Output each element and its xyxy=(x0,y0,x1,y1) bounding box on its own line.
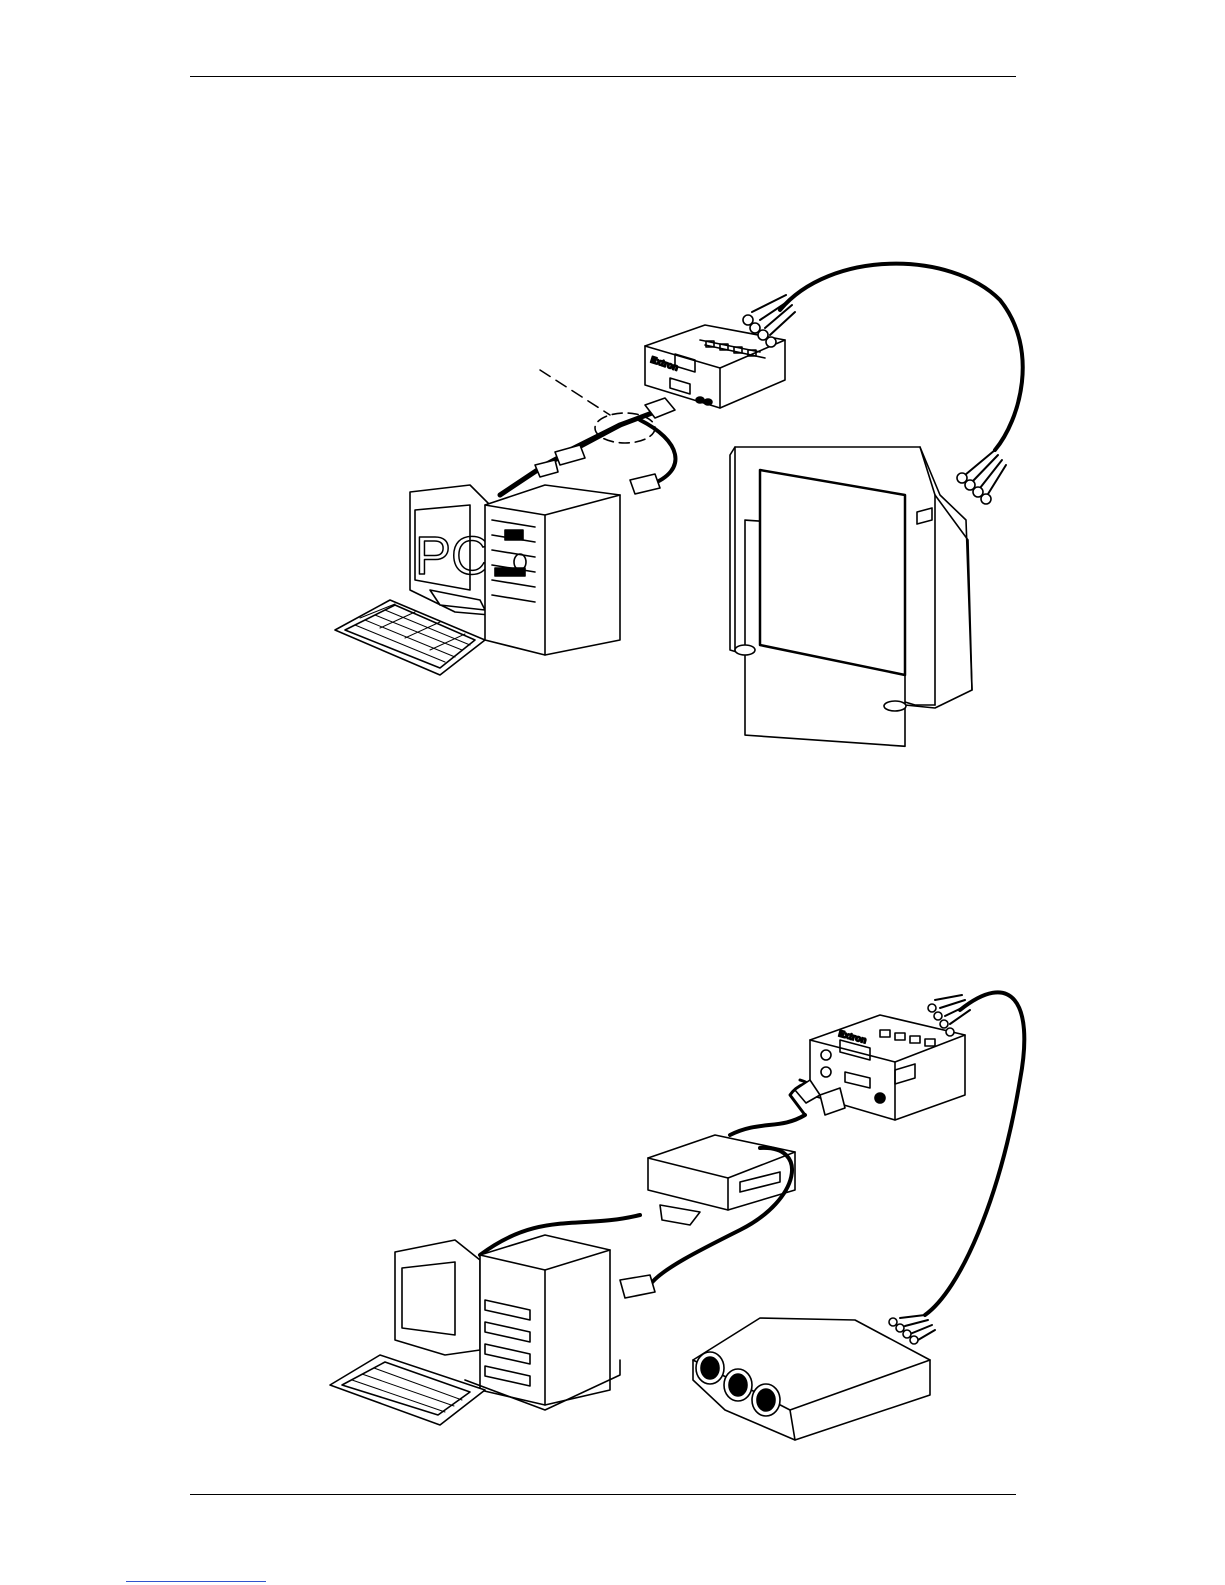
footer-rule xyxy=(190,1494,1016,1495)
page-mark-line xyxy=(126,1581,266,1582)
pc-computer-2 xyxy=(330,1235,620,1425)
adapter-box xyxy=(648,1135,795,1210)
figure-pc-to-projector-connection: Extron xyxy=(0,0,1225,1490)
projector xyxy=(693,1318,930,1440)
